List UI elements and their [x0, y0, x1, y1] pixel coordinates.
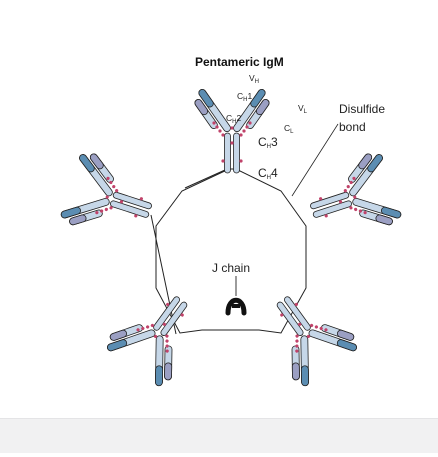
label-disulfide-line2: bond [339, 120, 366, 134]
j-chain [225, 276, 247, 316]
label-ch4: CH4 [258, 166, 278, 181]
monomer-lower-left [97, 274, 217, 394]
label-ch3: CH3 [258, 135, 278, 150]
svg-text:VH: VH [249, 73, 259, 85]
label-ch2: CH2 [226, 113, 241, 125]
svg-text:CL: CL [284, 123, 294, 135]
monomer-lower-right [247, 274, 367, 394]
svg-text:VL: VL [298, 103, 308, 115]
label-disulfide-line1: Disulfide [339, 102, 385, 116]
label-cl: CL [284, 123, 294, 135]
svg-text:CH4: CH4 [258, 166, 278, 181]
monomer-top [189, 87, 275, 174]
label-vl: VL [298, 103, 308, 115]
label-j-chain: J chain [212, 261, 250, 275]
disulfide-leader-line [291, 123, 339, 197]
label-ch1: CH1 [237, 91, 252, 103]
svg-text:CH1: CH1 [237, 91, 252, 103]
label-vh: VH [249, 73, 259, 85]
disulfide-bond-lines [150, 168, 307, 335]
diagram-title: Pentameric IgM [195, 55, 284, 69]
monomer-upper-right [298, 144, 407, 252]
monomer-upper-left [55, 144, 164, 252]
bottom-bar [0, 418, 438, 453]
svg-text:CH3: CH3 [258, 135, 278, 150]
svg-text:CH2: CH2 [226, 113, 241, 125]
